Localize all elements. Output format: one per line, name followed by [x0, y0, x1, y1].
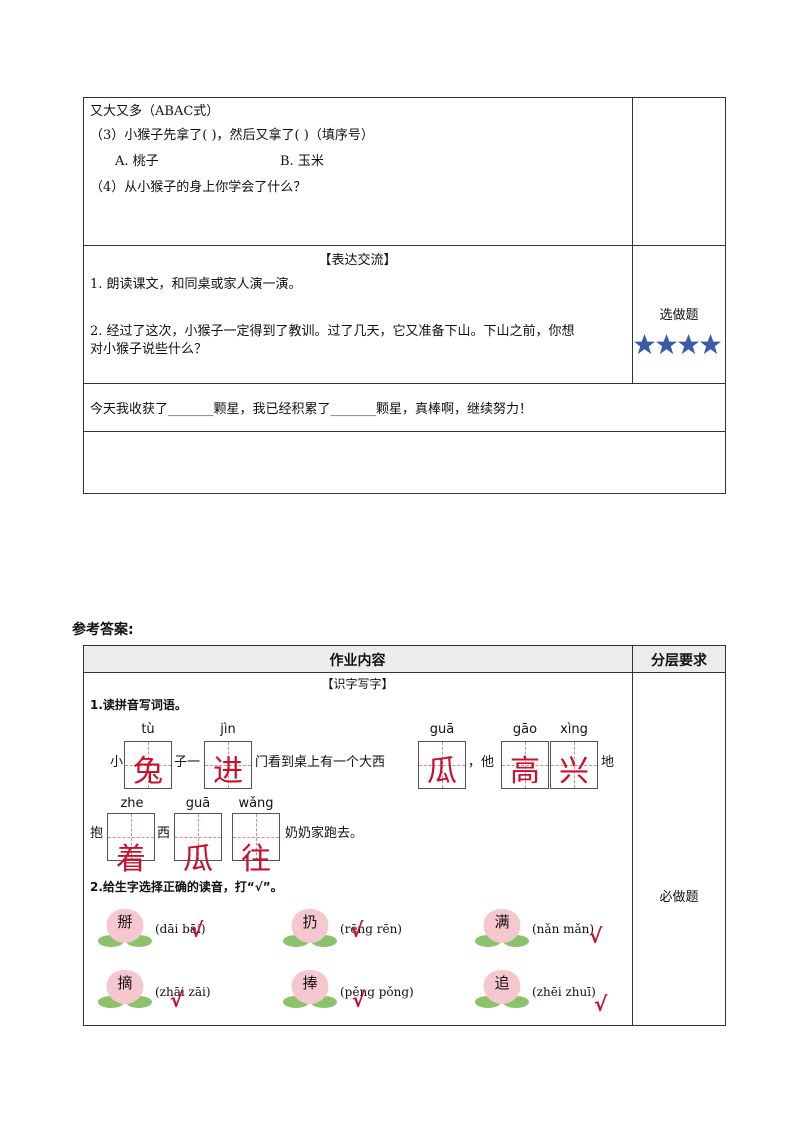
pinyin-gua: guā [429, 722, 455, 737]
row1-line1: 又大又多（ABAC式） [90, 104, 220, 119]
peach-char: 扔 [302, 913, 318, 931]
star-icon [655, 333, 678, 355]
peach-char: 满 [494, 913, 510, 931]
writing-grid: 兔 [124, 741, 172, 789]
expression-item-2a: 2. 经过了这次，小猴子一定得到了教训。过了几天，它又准备下山。下山之前，你想 [90, 324, 575, 339]
answers-heading: 参考答案: [72, 622, 134, 638]
pinyin-gua-2: guā [185, 796, 211, 811]
answer-table-header [83, 645, 726, 672]
pinyin-jin: jìn [220, 722, 236, 737]
peach-icon [475, 909, 529, 947]
optional-label: 选做题 [659, 308, 699, 323]
star-icon [633, 333, 656, 355]
text-bao: 抱 [90, 826, 104, 841]
check-mark: √ [594, 992, 608, 1016]
section-literacy: 【识字写字】 [321, 677, 394, 691]
pinyin-wang: wǎng [238, 796, 274, 811]
answer-char: 往 [241, 842, 271, 877]
text-xiao: 小 [110, 755, 124, 770]
peach-char: 摘 [117, 974, 133, 992]
expression-item-1: 1. 朗读课文，和同桌或家人演一演。 [90, 277, 302, 292]
peach-icon [475, 970, 529, 1008]
option-a: A. 桃子 [115, 154, 159, 169]
answer-char: 兴 [559, 754, 589, 789]
peach-icon [283, 909, 337, 947]
check-mark: √ [190, 918, 204, 942]
option-b: B. 玉米 [280, 154, 324, 169]
summary-text: 今天我收获了_______颗星，我已经积累了_______颗星，真棒啊，继续努力… [90, 402, 533, 417]
pinyin-options: (zhēi zhuī) [532, 985, 596, 999]
pinyin-zhe: zhe [120, 796, 144, 811]
text-ta: ，他 [468, 755, 495, 770]
writing-grid: 高 [501, 741, 549, 789]
check-mark: √ [352, 988, 366, 1012]
required-label: 必做题 [659, 890, 699, 905]
writing-grid: 往 [232, 813, 280, 877]
peach-icon [98, 909, 152, 947]
writing-grid: 着 [107, 813, 155, 877]
answer-char: 着 [116, 842, 146, 877]
peach-char: 追 [494, 974, 510, 992]
check-mark: √ [589, 924, 603, 948]
star-icon [677, 333, 700, 355]
pinyin-options: (dāi bāi) [155, 922, 206, 936]
pinyin-tu: tù [141, 722, 155, 737]
answer-char: 瓜 [427, 754, 457, 789]
expression-item-2b: 对小猴子说些什么？ [90, 342, 208, 357]
pinyin-options: (rēng rēn) [340, 922, 402, 936]
answer-char: 进 [213, 754, 243, 789]
writing-grid: 瓜 [418, 741, 466, 789]
peach-icon [283, 970, 337, 1008]
section-expression: 【表达交流】 [318, 253, 397, 268]
pinyin-options: (zhāi zāi) [155, 985, 211, 999]
star-rating [633, 333, 723, 357]
pinyin-xing: xìng [560, 722, 588, 737]
row1-line4: （4）从小猴子的身上你学会了什么？ [90, 180, 307, 195]
peach-char: 掰 [117, 913, 133, 931]
text-rest: 奶奶家跑去。 [285, 826, 364, 841]
pinyin-gao: gāo [512, 722, 538, 737]
peach-icon [98, 970, 152, 1008]
answer-char: 高 [510, 754, 540, 789]
writing-grid: 兴 [550, 741, 598, 789]
text-xi: 西 [157, 826, 171, 841]
answer-char: 兔 [133, 754, 163, 789]
check-mark: √ [350, 918, 364, 942]
star-icon [699, 333, 722, 355]
col-header-level: 分层要求 [651, 653, 707, 669]
text-zi: 子一 [174, 755, 201, 770]
pinyin-options: (pěng pǒng) [340, 985, 414, 999]
pinyin-options: (nǎn mǎn) [532, 922, 595, 936]
peach-char: 捧 [302, 974, 318, 992]
writing-grid: 进 [204, 741, 252, 789]
writing-grid: 瓜 [174, 813, 222, 877]
text-men: 门看到桌上有一个大西 [255, 755, 386, 770]
question-1: 1.读拼音写词语。 [90, 698, 187, 712]
check-mark: √ [170, 988, 184, 1012]
question-2: 2.给生字选择正确的读音，打“√”。 [90, 880, 283, 894]
col-header-content: 作业内容 [329, 653, 386, 669]
text-di: 地 [601, 755, 615, 770]
row1-line2: （3）小猴子先拿了( )，然后又拿了( )（填序号） [90, 128, 374, 143]
answer-char: 瓜 [183, 842, 213, 877]
